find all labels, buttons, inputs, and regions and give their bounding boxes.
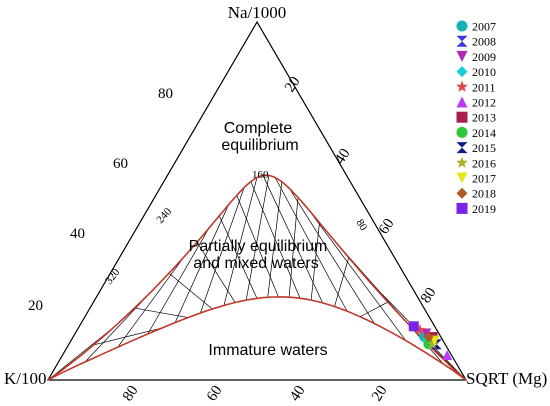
- isotherm-label-80: 80: [353, 217, 369, 233]
- legend-label-2019: 2019: [472, 202, 496, 216]
- corner-label-top: Na/1000: [228, 3, 287, 22]
- grid-line: [274, 177, 348, 312]
- legend-marker-2014: [456, 126, 468, 138]
- legend-marker-2018: [456, 187, 468, 199]
- grid-line: [307, 208, 407, 341]
- legend-marker-2015: [456, 142, 468, 154]
- legend-label-2017: 2017: [472, 172, 496, 186]
- legend-label-2018: 2018: [472, 187, 496, 201]
- left-tick-40: 40: [70, 226, 85, 242]
- left-tick-60: 60: [113, 156, 128, 172]
- legend-marker-2013: [456, 111, 468, 123]
- legend-label-2009: 2009: [472, 50, 496, 64]
- isotherm-label-160: 160: [252, 169, 269, 181]
- isotherm-label-240: 240: [154, 205, 174, 226]
- bottom-tick-40: 40: [287, 383, 309, 404]
- isotherm-label-320: 320: [103, 266, 123, 287]
- corner-label-left: K/100: [4, 369, 47, 388]
- grid-line: [196, 241, 236, 303]
- legend-label-2007: 2007: [472, 20, 496, 34]
- legend-marker-2008: [456, 35, 468, 47]
- legend-label-2012: 2012: [472, 96, 496, 110]
- ternary-frame: [46, 20, 468, 381]
- region-label-partial-2: and mixed waters: [193, 255, 318, 272]
- grid-line: [289, 188, 375, 324]
- grid-line: [174, 204, 229, 323]
- data-point-2011: [414, 324, 426, 335]
- grid-line: [236, 195, 279, 297]
- legend-label-2014: 2014: [472, 126, 496, 140]
- data-point-2016: [427, 338, 438, 349]
- legend-label-2011: 2011: [472, 80, 496, 94]
- grid-line: [200, 187, 245, 314]
- data-point-2019: [408, 321, 419, 332]
- grid-line: [134, 307, 189, 318]
- bottom-tick-20: 20: [369, 383, 391, 404]
- grid-line: [147, 228, 210, 335]
- data-point-2018: [423, 332, 434, 343]
- left-tick-20: 20: [28, 298, 43, 314]
- legend-marker-2010: [456, 66, 468, 78]
- left-tick-80: 80: [158, 86, 173, 102]
- grid-line: [218, 215, 258, 299]
- grid-line: [168, 272, 213, 310]
- legend-marker-2012: [456, 96, 468, 108]
- right-tick-80: 80: [418, 285, 440, 306]
- grid-line: [310, 222, 320, 301]
- grid-line: [223, 177, 258, 306]
- region-label-partial-1: Partially equilibrium: [189, 238, 328, 255]
- bottom-tick-60: 60: [204, 383, 226, 404]
- legend-label-2015: 2015: [472, 141, 496, 155]
- right-tick-20: 20: [282, 74, 304, 95]
- grid-line: [93, 327, 162, 346]
- region-label-complete-2: equilibrium: [221, 137, 298, 154]
- bottom-tick-80: 80: [120, 383, 142, 404]
- right-tick-40: 40: [332, 146, 354, 167]
- immature-boundary-curve: [47, 296, 467, 381]
- legend-marker-2017: [456, 172, 468, 184]
- ternary-triangle: [46, 20, 468, 381]
- legend-label-2013: 2013: [472, 111, 496, 125]
- legend-label-2008: 2008: [472, 35, 496, 49]
- legend-marker-2011: [456, 80, 468, 92]
- legend-marker-2009: [456, 50, 468, 62]
- full-equilibrium-curve: [47, 174, 467, 381]
- grid-line: [360, 301, 388, 318]
- grid-line: [250, 181, 301, 299]
- grid-line: [334, 257, 350, 307]
- legend-marker-2019: [456, 202, 468, 214]
- legend-marker-2016: [456, 156, 468, 168]
- legend-label-2010: 2010: [472, 65, 496, 79]
- grid-line: [262, 175, 323, 304]
- region-label-immature: Immature waters: [208, 342, 327, 359]
- legend-label-2016: 2016: [472, 156, 496, 170]
- data-point-2009: [421, 328, 432, 339]
- data-point-2012: [442, 349, 453, 360]
- right-tick-60: 60: [376, 216, 398, 237]
- grid-line: [117, 256, 185, 348]
- legend-marker-2007: [456, 20, 468, 32]
- corner-label-right: SQRT (Mg): [466, 369, 547, 388]
- grid-line: [245, 175, 270, 301]
- region-label-complete-1: Complete: [224, 120, 293, 137]
- grid-line: [288, 197, 299, 298]
- grid-line: [267, 181, 283, 298]
- data-points: [408, 321, 453, 360]
